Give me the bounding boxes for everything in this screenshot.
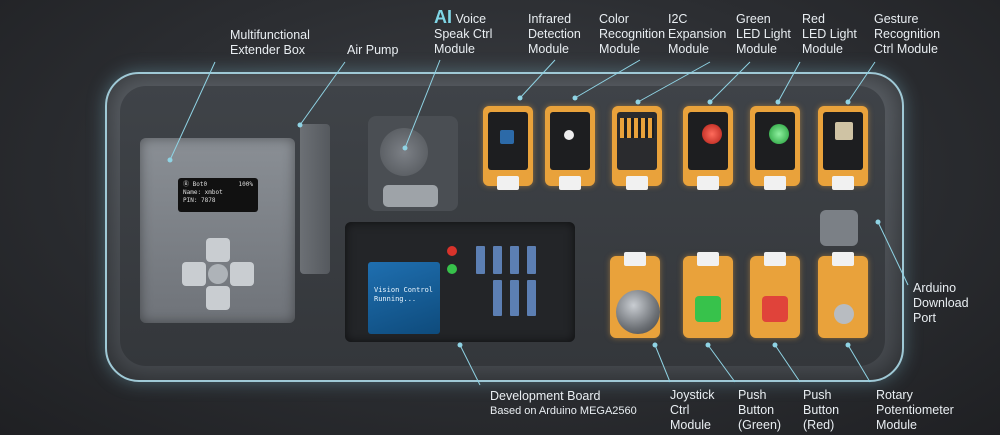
header-pin [493,246,502,274]
header-pin [476,246,485,274]
label-dev-board-sub: Based on Arduino MEGA2560 [490,405,637,417]
voice-module-button [383,185,438,207]
header-pin [510,280,519,316]
green-indicator [447,264,457,274]
dpad-down [206,286,230,310]
dpad-left [182,262,206,286]
arduino-download-port [820,210,858,246]
label-joystick: Joystick Ctrl Module [670,388,715,432]
label-green-led: Green LED Light Module [736,12,791,56]
header-pin [493,280,502,316]
header-pin [527,246,536,274]
gesture-recognition-module [818,106,868,190]
i2c-expansion-module [612,106,662,190]
infrared-module [483,106,533,190]
label-gesture: Gesture Recognition Ctrl Module [874,12,941,56]
extender-screen-title: Bot0 [192,181,208,188]
label-color-recognition: Color Recognition Module [599,12,666,56]
red-indicator [447,246,457,256]
extender-battery-level: 100% [238,181,253,188]
oled-line-1: Vision Control [374,286,434,294]
ai-mark: AI [434,7,452,27]
dpad-right [230,262,254,286]
potentiometer-knob [834,304,854,324]
label-red-led: Red LED Light Module [802,12,857,56]
oled-display: Vision Control Running... [368,262,440,334]
color-recognition-module [545,106,595,190]
label-rotary: Rotary Potentiometer Module [876,388,954,432]
red-button [762,296,788,322]
multifunctional-extender-box: Ⓑ Bot0 100% Name: xmbot PIN: 7878 [140,138,295,323]
green-led-light-module [750,106,800,190]
air-pump [300,124,330,274]
label-infrared: Infrared Detection Module [528,12,581,56]
header-pin [527,280,536,316]
label-extender-box: Multifunctional Extender Box [230,28,310,57]
joystick-knob [616,290,660,334]
red-led-light-module [683,106,733,190]
push-button-green-module [683,252,733,338]
label-voice-ctrl-text: Voice Speak Ctrl Module [434,12,493,56]
dpad-center [208,264,228,284]
green-button [695,296,721,322]
push-button-red-module [750,252,800,338]
label-dev-board-title: Development Board [490,389,601,403]
bluetooth-icon: Ⓑ [183,181,193,188]
rotary-potentiometer-module [818,252,868,338]
header-pin [510,246,519,274]
dpad-up [206,238,230,262]
label-air-pump: Air Pump [347,43,399,57]
dpad-control [182,238,254,310]
label-push-green: Push Button (Green) [738,388,782,432]
oled-line-2: Running... [374,295,417,303]
label-i2c-expansion: I2C Expansion Module [668,12,727,56]
label-arduino-port: Arduino Download Port [913,281,969,325]
label-push-red: Push Button (Red) [803,388,840,432]
extender-screen: Ⓑ Bot0 100% Name: xmbot PIN: 7878 [178,178,258,212]
label-voice-ctrl: AI Voice Speak Ctrl Module [434,7,493,57]
extender-screen-name: Name: xmbot [183,189,223,196]
speaker-icon [380,128,428,176]
extender-screen-pin: PIN: 7878 [183,197,216,204]
